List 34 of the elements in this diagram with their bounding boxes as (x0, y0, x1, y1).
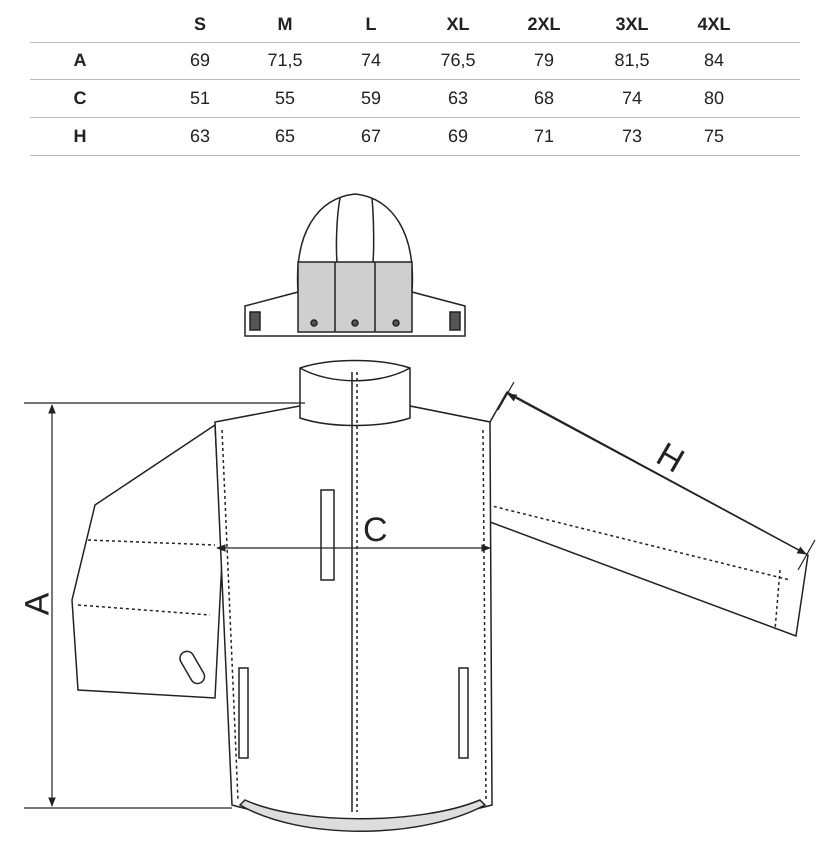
table-cell-text: 63 (446, 87, 470, 109)
row-header: H (72, 125, 88, 147)
column-header: 3XL (614, 13, 650, 35)
table-cell-text: 76,5 (439, 49, 477, 71)
table-cell-text: 74 (360, 49, 382, 71)
column-header: S (192, 13, 207, 35)
table-cell-text: 69 (188, 49, 212, 71)
column-header: M (276, 13, 294, 35)
table-cell-text: 71 (532, 125, 556, 147)
table-cell-text: 84 (702, 49, 726, 71)
column-header: 4XL (696, 13, 732, 35)
row-header: A (72, 49, 88, 71)
column-header: L (364, 13, 378, 35)
table-cell-text: 74 (620, 87, 644, 109)
dimension-label: H (650, 436, 690, 480)
table-cell-text: 63 (188, 125, 212, 147)
column-header: XL (445, 13, 470, 35)
dimension-label: C (363, 512, 388, 548)
table-cell-text: 67 (360, 125, 382, 147)
table-cell-text: 55 (274, 87, 296, 109)
table-cell-text: 75 (702, 125, 726, 147)
table-cell-text: 73 (620, 125, 644, 147)
table-cell-text: 81,5 (613, 49, 651, 71)
column-header: 2XL (526, 13, 562, 35)
table-cell-text: 80 (702, 87, 726, 109)
table-cell-text: 65 (274, 125, 296, 147)
row-header: C (72, 87, 88, 109)
table-cell-text: 79 (532, 49, 556, 71)
table-cell-text: 71,5 (266, 49, 304, 71)
dimension-label: A (19, 592, 56, 616)
table-cell-text: 69 (446, 125, 470, 147)
table-cell-text: 68 (532, 87, 556, 109)
table-cell-text: 51 (188, 87, 212, 109)
table-cell-text: 59 (360, 87, 382, 109)
